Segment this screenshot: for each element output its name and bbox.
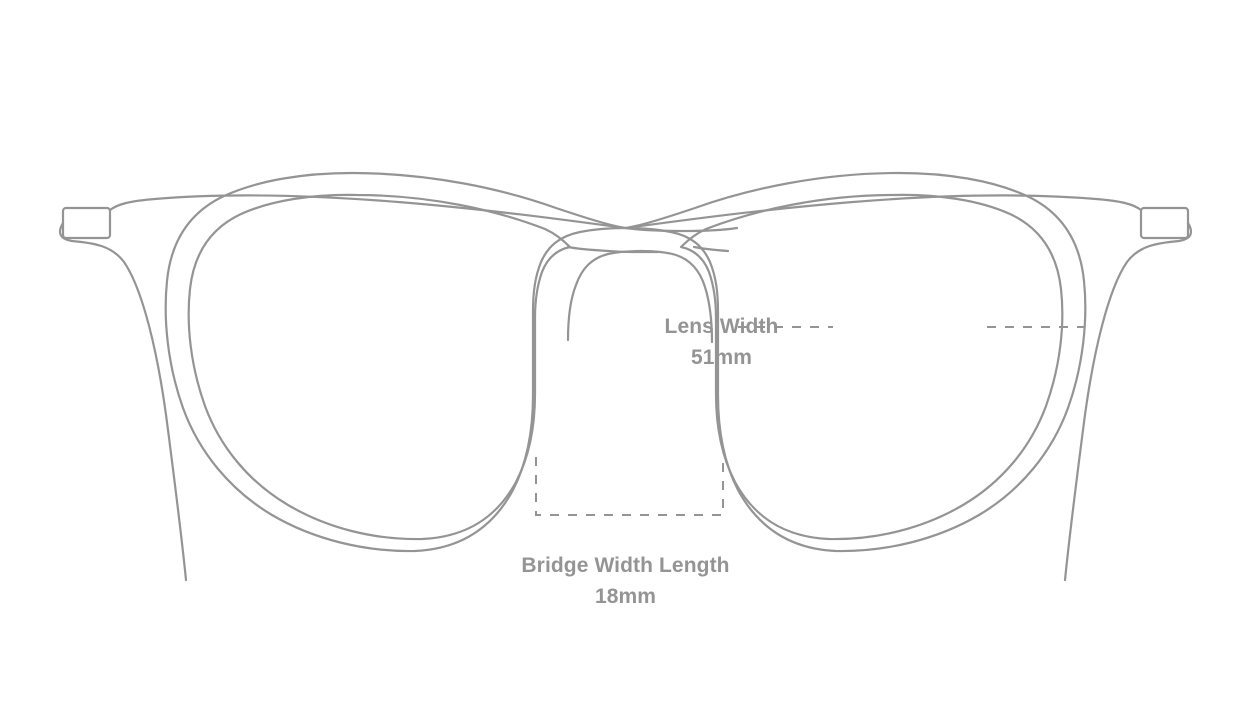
right-hinge-block xyxy=(1139,206,1190,240)
nose-bridge-pad-right xyxy=(639,249,714,344)
left-temple-arm xyxy=(108,194,627,230)
right-temple-arm xyxy=(624,194,1143,230)
lens-width-title: Lens Width xyxy=(664,315,779,338)
nose-bridge-inner-arch-right xyxy=(692,245,730,253)
bridge-width-title: Bridge Width Length xyxy=(521,554,730,577)
right-temple-lower-edge xyxy=(1063,221,1193,582)
right-lens-inner-line xyxy=(679,193,1064,541)
left-hinge-block xyxy=(61,206,112,240)
right-lens-outer-rim xyxy=(624,171,1087,553)
left-lens-outer-rim xyxy=(164,171,627,553)
nose-bridge-pad-left xyxy=(566,249,643,342)
left-lens-inner-line xyxy=(187,193,572,541)
lens-width-value: 51mm xyxy=(690,346,753,370)
bridge-width-guide-bracket xyxy=(535,457,724,516)
nose-bridge-top xyxy=(623,226,739,233)
bridge-width-label: Bridge Width Length 18mm xyxy=(0,550,1251,612)
bridge-width-value: 18mm xyxy=(594,585,657,609)
lens-width-label: Lens Width 51mm xyxy=(0,311,1251,373)
left-temple-lower-edge xyxy=(58,221,188,582)
